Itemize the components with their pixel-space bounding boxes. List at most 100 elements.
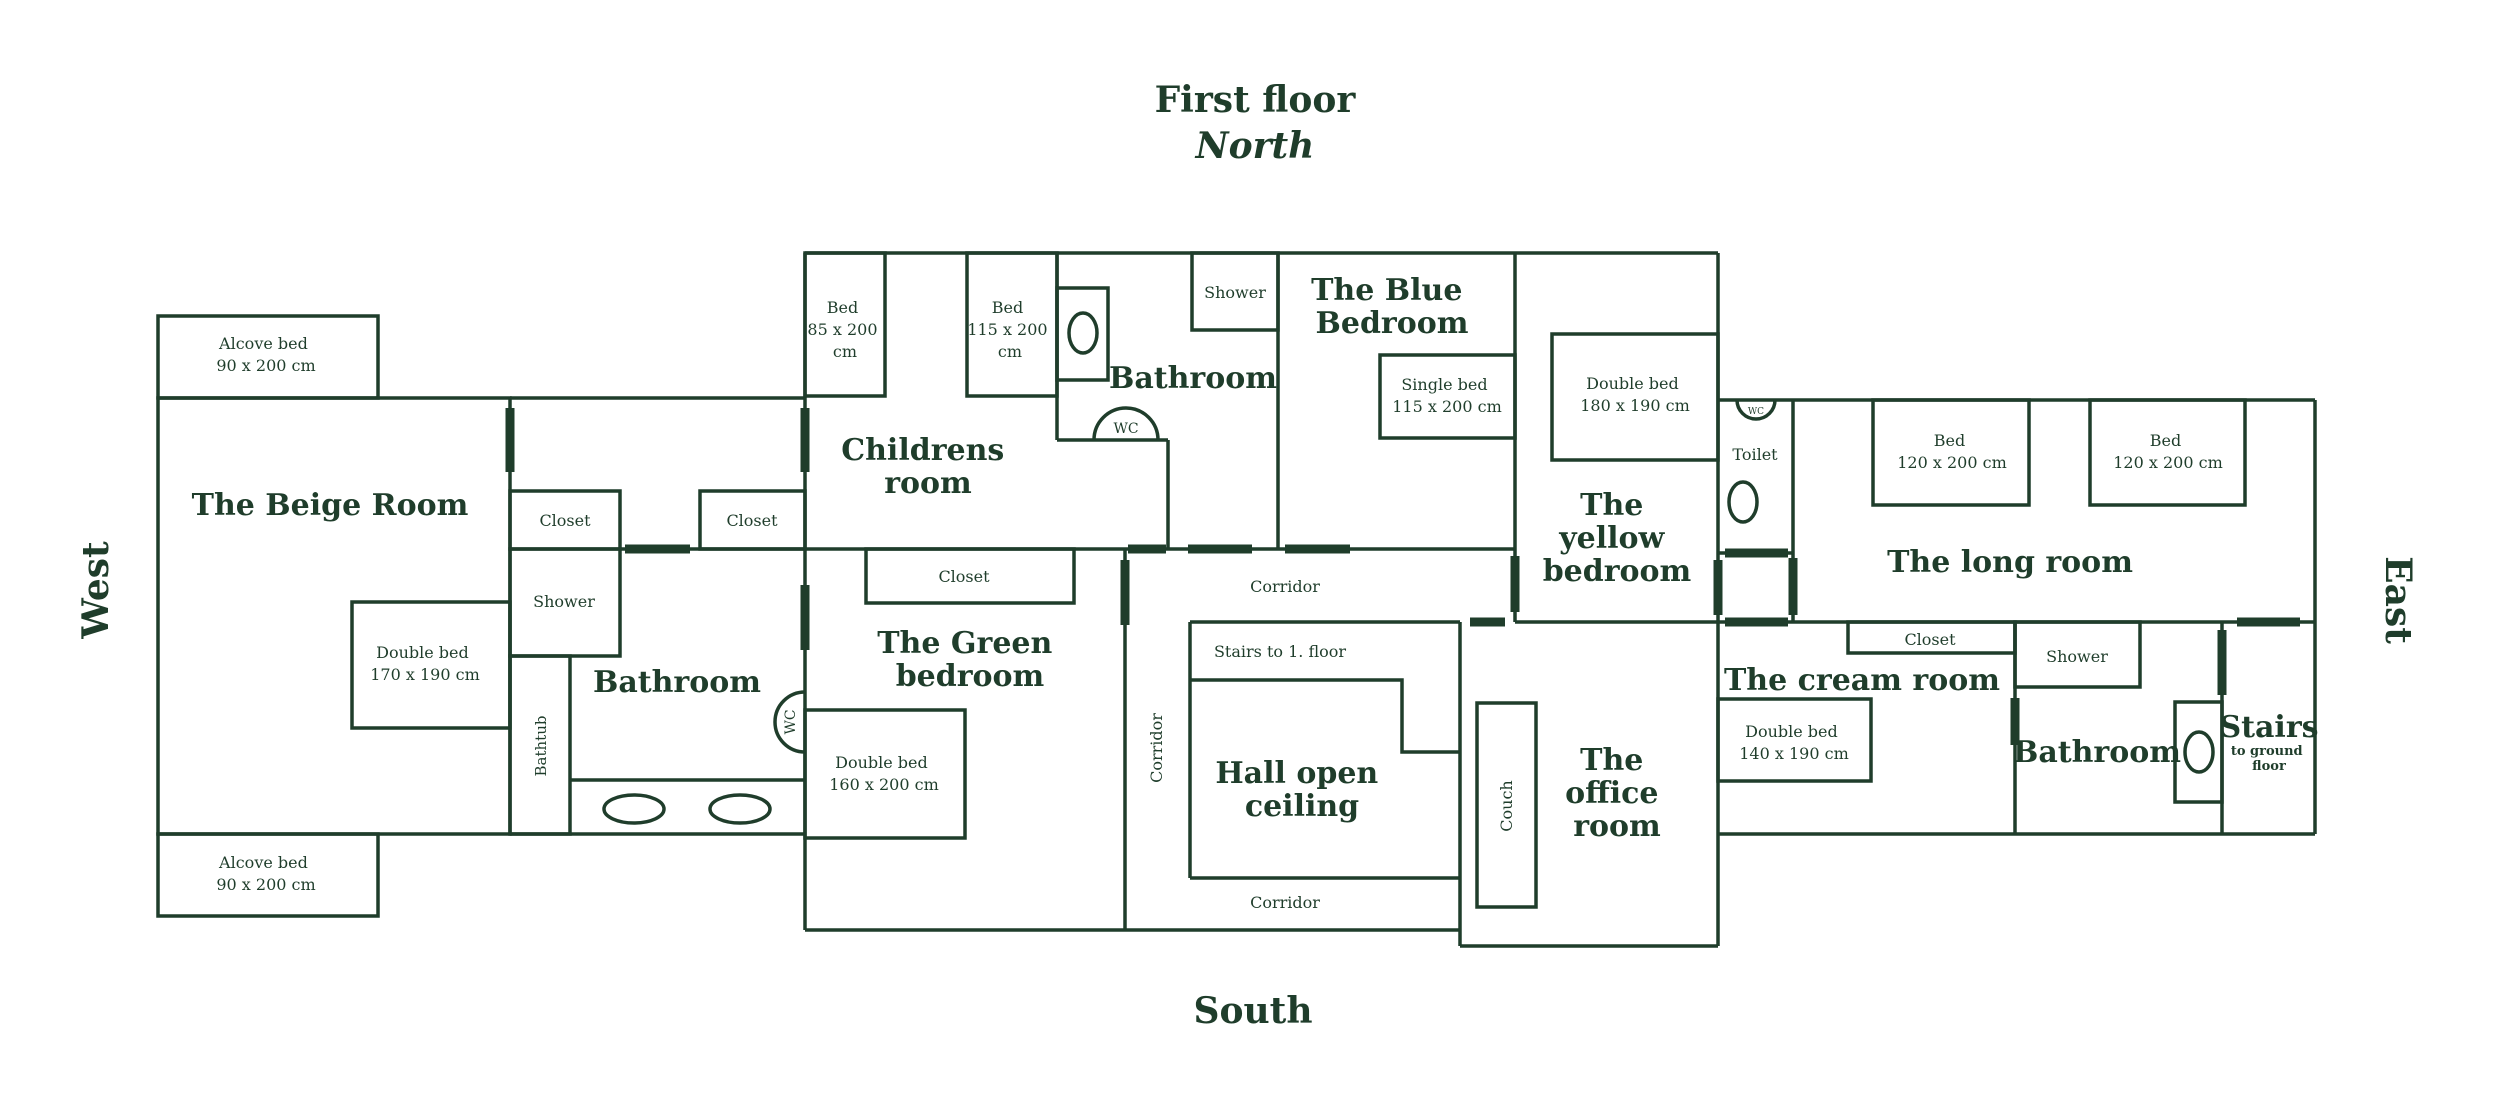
alcove-bottom-line1: Alcove bed	[218, 853, 308, 872]
bed-long-2-line2: 120 x 200 cm	[2113, 453, 2223, 472]
bed-85-label: Bed 85 x 200 cm	[807, 298, 882, 361]
wc-west-label: WC	[783, 709, 799, 734]
corridor-left-label: Corridor	[1147, 713, 1166, 783]
bed-85-line3: cm	[833, 342, 857, 361]
doors	[505, 408, 2300, 745]
double-bed-cream-label: Double bed 140 x 190 cm	[1739, 722, 1849, 763]
single-bed-label: Single bed 115 x 200 cm	[1392, 375, 1502, 416]
alcove-top-line2: 90 x 200 cm	[216, 356, 315, 375]
wc-bath-top-label: WC	[1113, 421, 1138, 437]
green-bedroom-label: The Green bedroom	[877, 626, 1063, 694]
south-label: South	[1194, 990, 1313, 1032]
double-bed-cream-line1: Double bed	[1745, 722, 1838, 741]
childrens-room-line2: room	[884, 466, 972, 501]
single-bed	[1378, 353, 1517, 440]
couch	[1475, 701, 1538, 909]
walls	[156, 251, 2317, 948]
floor-title: First floor	[1155, 79, 1357, 121]
bed-long-1-line1: Bed	[1934, 431, 1965, 450]
stairs-sub-line1: to ground	[2231, 744, 2303, 759]
childrens-room-label: Childrens room	[841, 433, 1015, 501]
closet-green-label: Closet	[938, 567, 990, 586]
office-room-label: The office room	[1565, 743, 1669, 844]
beige-room	[156, 396, 512, 836]
bed-115-line1: Bed	[992, 298, 1023, 317]
wc-toilet-fixture	[1735, 399, 1777, 421]
stairs-1-label: Stairs to 1. floor	[1214, 642, 1346, 661]
bed-115-line2: 115 x 200	[967, 320, 1047, 339]
toilet-label: Toilet	[1732, 445, 1778, 464]
closet-green	[864, 547, 1076, 605]
toilet-bowl-east	[2183, 730, 2215, 774]
toilet-top	[1055, 286, 1110, 382]
sink-1	[602, 793, 666, 825]
green-bedroom-line2: bedroom	[896, 659, 1045, 694]
toilet-bowl	[1727, 480, 1759, 524]
shower-east-label: Shower	[2046, 647, 2108, 666]
office-room-line2: office	[1565, 776, 1658, 811]
hall-line1: Hall open	[1215, 756, 1378, 791]
yellow-bedroom-line1: The	[1580, 488, 1643, 523]
east-label: East	[2377, 556, 2419, 644]
cream-room-label: The cream room	[1724, 663, 2000, 698]
long-room-label: The long room	[1887, 545, 2133, 580]
double-bed-green	[803, 708, 967, 840]
bed-long-1-line2: 120 x 200 cm	[1897, 453, 2007, 472]
double-bed-cream	[1716, 697, 1873, 783]
bed-long-1	[1871, 398, 2031, 507]
double-bed-beige-line2: 170 x 190 cm	[370, 665, 480, 684]
bed-85	[803, 251, 887, 398]
single-bed-line2: 115 x 200 cm	[1392, 397, 1502, 416]
corridor-bottom-label: Corridor	[1250, 893, 1320, 912]
double-bed-green-line1: Double bed	[835, 753, 928, 772]
bed-115-line3: cm	[998, 342, 1022, 361]
green-bedroom-line1: The Green	[877, 626, 1052, 661]
bathroom-east-label: Bathroom	[2013, 735, 2181, 770]
double-bed-beige-label: Double bed 170 x 190 cm	[370, 643, 480, 684]
double-bed-yellow-line1: Double bed	[1586, 374, 1679, 393]
alcove-top-label: Alcove bed 90 x 200 cm	[216, 334, 315, 375]
yellow-bedroom-label: The yellow bedroom	[1543, 488, 1692, 589]
bed-long-2	[2088, 398, 2247, 507]
childrens-room-line1: Childrens	[841, 433, 1004, 468]
hall-line2: ceiling	[1245, 789, 1359, 824]
hall-label: Hall open ceiling	[1215, 756, 1388, 824]
blue-bedroom-line2: Bedroom	[1316, 306, 1469, 341]
yellow-bedroom-line3: bedroom	[1543, 554, 1692, 589]
bed-long-1-label: Bed 120 x 200 cm	[1897, 431, 2007, 472]
wc-west-fixture	[773, 690, 806, 754]
wc-top-fixture	[1092, 406, 1160, 441]
bathtub	[508, 654, 572, 836]
double-bed-green-label: Double bed 160 x 200 cm	[829, 753, 939, 794]
alcove-top-line1: Alcove bed	[218, 334, 308, 353]
double-bed-cream-line2: 140 x 190 cm	[1739, 744, 1849, 763]
stairs-1-outline	[1190, 678, 1460, 754]
double-bed-yellow	[1550, 332, 1720, 462]
closet-2-label: Closet	[726, 511, 778, 530]
west-label: West	[75, 541, 117, 640]
double-bed-green-line2: 160 x 200 cm	[829, 775, 939, 794]
office-room-line1: The	[1580, 743, 1643, 778]
beige-room-label: The Beige Room	[192, 488, 469, 523]
closet-cream-label: Closet	[1904, 630, 1956, 649]
stairs-sub-label: to ground floor	[2231, 744, 2307, 774]
alcove-bottom-label: Alcove bed 90 x 200 cm	[216, 853, 315, 894]
couch-label: Couch	[1497, 780, 1516, 831]
bed-85-line2: 85 x 200	[807, 320, 877, 339]
bathtub-label: Bathtub	[532, 716, 550, 777]
single-bed-line1: Single bed	[1401, 375, 1487, 394]
alcove-bottom-line2: 90 x 200 cm	[216, 875, 315, 894]
office-room-line3: room	[1573, 809, 1661, 844]
stairs-label: Stairs	[2219, 710, 2318, 745]
sink-2	[708, 793, 772, 825]
blue-bedroom-label: The Blue Bedroom	[1311, 273, 1473, 341]
shower-west-label: Shower	[533, 592, 595, 611]
bed-long-2-line1: Bed	[2150, 431, 2181, 450]
stairs-sub-line2: floor	[2252, 759, 2286, 774]
double-bed-yellow-label: Double bed 180 x 190 cm	[1580, 374, 1690, 415]
wc-toilet-label: WC	[1748, 407, 1764, 417]
shower-top-label: Shower	[1204, 283, 1266, 302]
north-label: North	[1195, 125, 1315, 167]
yellow-bedroom-line2: yellow	[1558, 521, 1665, 556]
